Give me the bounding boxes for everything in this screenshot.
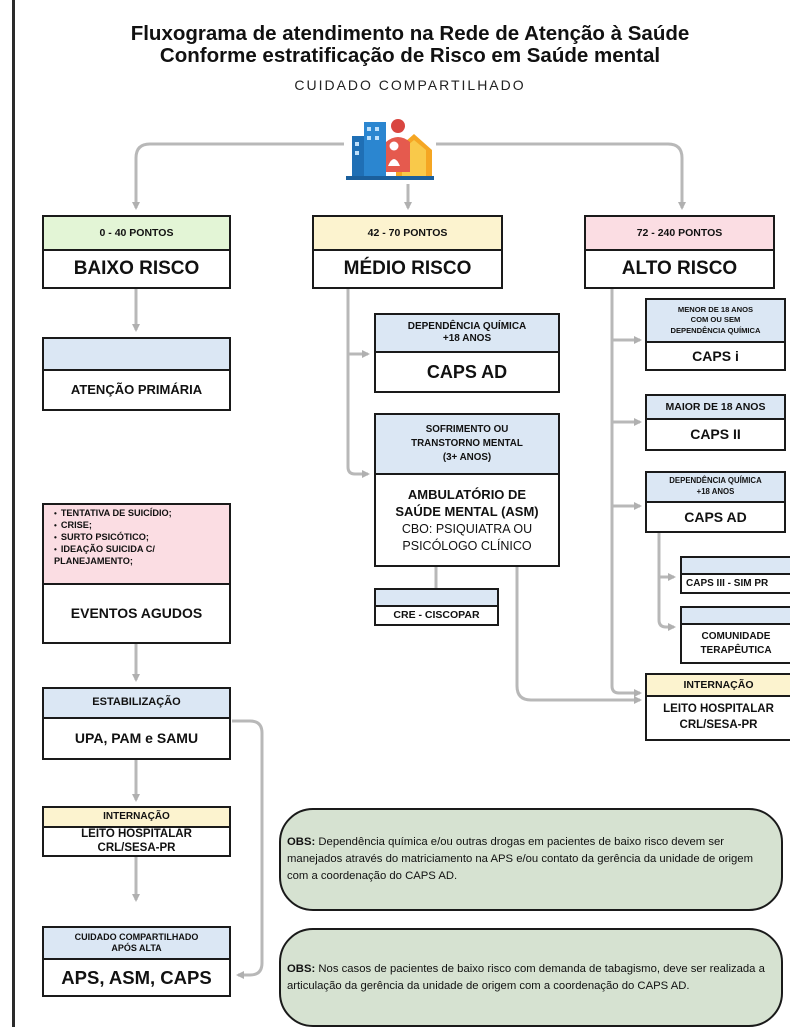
page-title: Fluxograma de atendimento na Rede de Ate… <box>130 22 690 45</box>
note-dependencia-text: Dependência química e/ou outras drogas e… <box>287 836 753 882</box>
risk-high-box: 72 - 240 PONTOS ALTO RISCO <box>584 215 775 289</box>
low-hospitalization-line1: LEITO HOSPITALAR <box>81 828 192 841</box>
caps-i-box: MENOR DE 18 ANOS COM OU SEM DEPENDÊNCIA … <box>645 298 786 371</box>
connector-asm-internacao <box>515 566 642 704</box>
low-hospitalization-header: INTERNAÇÃO <box>44 808 229 828</box>
community-line1: COMUNIDADE <box>701 630 771 642</box>
community-header <box>682 608 790 625</box>
community-box: COMUNIDADE TERAPÊUTICA <box>680 606 790 664</box>
primary-care-box: ATENÇÃO PRIMÁRIA <box>42 337 231 411</box>
note-dependencia-label: OBS: <box>287 836 316 849</box>
risk-medium-label: MÉDIO RISCO <box>343 258 472 280</box>
high-hospitalization-header: INTERNAÇÃO <box>647 675 790 697</box>
note-tabagismo-text: Nos casos de pacientes de baixo risco co… <box>287 962 765 992</box>
after-discharge-header: CUIDADO COMPARTILHADO APÓS ALTA <box>44 928 229 960</box>
acute-item: SURTO PSICÓTICO; <box>54 532 225 544</box>
high-hospitalization-line2: CRL/SESA-PR <box>679 719 758 731</box>
high-caps-ad-header: DEPENDÊNCIA QUÍMICA +18 ANOS <box>647 473 784 503</box>
caps-ii-label: CAPS II <box>690 426 741 443</box>
caps-i-header-line2: COM OU SEM <box>690 315 741 325</box>
medium-caps-ad-header-line1: DEPENDÊNCIA QUÍMICA <box>407 321 527 332</box>
low-hospitalization-box: INTERNAÇÃO LEITO HOSPITALAR CRL/SESA-PR <box>42 806 231 857</box>
after-discharge-label: APS, ASM, CAPS <box>61 966 212 988</box>
note-tabagismo-label: OBS: <box>287 962 316 975</box>
cre-box: CRE - CISCOPAR <box>374 588 499 626</box>
caps-iii-box: CAPS III - SIM PR <box>680 556 790 594</box>
risk-medium-box: 42 - 70 PONTOS MÉDIO RISCO <box>312 215 503 289</box>
connector-capsad-sub <box>657 533 676 631</box>
high-hospitalization-label: LEITO HOSPITALAR CRL/SESA-PR <box>647 697 790 739</box>
community-line2: TERAPÊUTICA <box>700 644 772 656</box>
caps-i-header-line1: MENOR DE 18 ANOS <box>677 305 754 315</box>
connector-medium-branch <box>346 286 370 478</box>
primary-care-header <box>44 339 229 371</box>
asm-body: AMBULATÓRIO DE SAÚDE MENTAL (ASM) CBO: P… <box>376 475 558 565</box>
acute-item: TENTATIVA DE SUICÍDIO; <box>54 508 225 520</box>
after-discharge-header-line2: APÓS ALTA <box>111 943 162 953</box>
after-discharge-box: CUIDADO COMPARTILHADO APÓS ALTA APS, ASM… <box>42 926 231 997</box>
medium-caps-ad-header-line2: +18 ANOS <box>442 333 492 344</box>
caps-iii-header <box>682 558 790 575</box>
connector-high-branch <box>610 286 642 697</box>
asm-line3: CBO: PSIQUIATRA OU <box>401 521 533 536</box>
risk-low-label: BAIXO RISCO <box>73 258 200 280</box>
asm-line4: PSICÓLOGO CLÍNICO <box>402 538 532 553</box>
caps-ii-box: MAIOR DE 18 ANOS CAPS II <box>645 394 786 451</box>
risk-medium-points: 42 - 70 PONTOS <box>314 217 501 251</box>
asm-header-line2: TRANSTORNO MENTAL <box>411 438 523 450</box>
connector-logo-low <box>132 142 344 210</box>
risk-high-points: 72 - 240 PONTOS <box>586 217 773 251</box>
asm-header: SOFRIMENTO OU TRANSTORNO MENTAL (3+ ANOS… <box>376 415 558 475</box>
acute-item: IDEAÇÃO SUICIDA C/ PLANEJAMENTO; <box>54 544 225 568</box>
asm-box: SOFRIMENTO OU TRANSTORNO MENTAL (3+ ANOS… <box>374 413 560 567</box>
risk-high-label: ALTO RISCO <box>621 258 738 280</box>
page-subtitle: CUIDADO COMPARTILHADO <box>294 77 526 93</box>
connector-logo-high <box>436 142 686 210</box>
cre-header <box>376 590 497 607</box>
acute-events-header: TENTATIVA DE SUICÍDIO; CRISE; SURTO PSIC… <box>44 505 229 585</box>
caps-i-header: MENOR DE 18 ANOS COM OU SEM DEPENDÊNCIA … <box>647 300 784 343</box>
medium-caps-ad-box: DEPENDÊNCIA QUÍMICA +18 ANOS CAPS AD <box>374 313 560 393</box>
stabilization-box: ESTABILIZAÇÃO UPA, PAM e SAMU <box>42 687 231 760</box>
acute-events-list: TENTATIVA DE SUICÍDIO; CRISE; SURTO PSIC… <box>44 505 229 568</box>
asm-header-line3: (3+ ANOS) <box>442 451 492 463</box>
stabilization-label: UPA, PAM e SAMU <box>74 730 199 747</box>
acute-events-box: TENTATIVA DE SUICÍDIO; CRISE; SURTO PSIC… <box>42 503 231 644</box>
low-hospitalization-line2: CRL/SESA-PR <box>97 841 176 854</box>
community-label: COMUNIDADE TERAPÊUTICA <box>682 625 790 662</box>
acute-events-label: EVENTOS AGUDOS <box>70 605 203 622</box>
medium-caps-ad-header: DEPENDÊNCIA QUÍMICA +18 ANOS <box>376 315 558 353</box>
low-hospitalization-label: LEITO HOSPITALAR CRL/SESA-PR <box>44 828 229 855</box>
high-hospitalization-box: INTERNAÇÃO LEITO HOSPITALAR CRL/SESA-PR <box>645 673 790 741</box>
page-title-line2: Conforme estratificação de Risco em Saúd… <box>159 44 661 67</box>
connector-stabilization-after <box>232 719 264 979</box>
primary-care-label: ATENÇÃO PRIMÁRIA <box>70 381 203 397</box>
high-caps-ad-header-line2: +18 ANOS <box>696 487 735 496</box>
high-caps-ad-label: CAPS AD <box>684 508 747 525</box>
high-hospitalization-line1: LEITO HOSPITALAR <box>663 703 774 716</box>
asm-line2: SAÚDE MENTAL (ASM) <box>395 504 539 520</box>
asm-header-line1: SOFRIMENTO OU <box>425 424 509 436</box>
cre-label: CRE - CISCOPAR <box>393 609 480 622</box>
caps-iii-label: CAPS III - SIM PR <box>686 577 769 589</box>
after-discharge-header-line1: CUIDADO COMPARTILHADO <box>74 932 199 943</box>
asm-line1: AMBULATÓRIO DE <box>407 486 527 502</box>
health-network-logo-icon <box>346 119 434 180</box>
high-caps-ad-header-line1: DEPENDÊNCIA QUÍMICA <box>669 476 762 486</box>
note-tabagismo: OBS: Nos casos de pacientes de baixo ris… <box>279 928 783 1027</box>
medium-caps-ad-label: CAPS AD <box>426 361 508 382</box>
left-border <box>12 0 15 1027</box>
caps-i-header-line3: DEPENDÊNCIA QUÍMICA <box>670 325 761 335</box>
caps-i-label: CAPS i <box>692 347 739 364</box>
risk-low-box: 0 - 40 PONTOS BAIXO RISCO <box>42 215 231 289</box>
caps-ii-header: MAIOR DE 18 ANOS <box>647 396 784 420</box>
risk-low-points: 0 - 40 PONTOS <box>44 217 229 251</box>
acute-item: CRISE; <box>54 520 225 532</box>
high-caps-ad-box: DEPENDÊNCIA QUÍMICA +18 ANOS CAPS AD <box>645 471 786 533</box>
note-dependencia: OBS: Dependência química e/ou outras dro… <box>279 808 783 911</box>
stabilization-header: ESTABILIZAÇÃO <box>44 689 229 719</box>
